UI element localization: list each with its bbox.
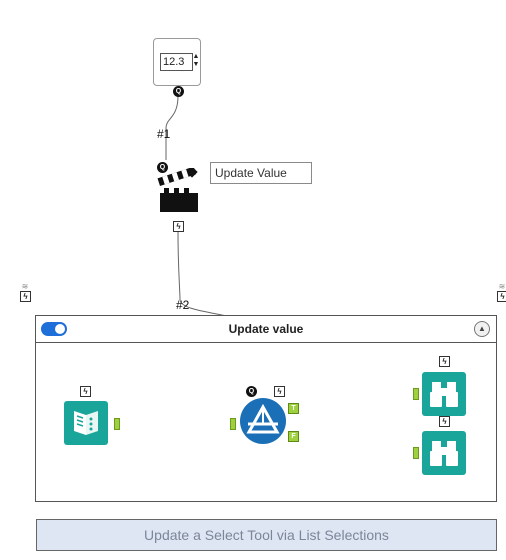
input-output-anchor[interactable] [114,418,120,430]
collapse-icon[interactable]: ▲ [474,321,490,337]
container-header: Update value ▲ [36,316,496,343]
numeric-updown-tool[interactable]: 12.3 ▲ ▼ [153,38,201,86]
left-bolt-anchor[interactable]: ϟ [20,291,31,302]
right-control-marker: ≋ ϟ [497,283,506,303]
select-tool[interactable] [240,398,286,444]
bolt-output-anchor[interactable]: ϟ [173,221,184,232]
spin-buttons[interactable]: ▲ ▼ [192,53,200,71]
binoculars-icon [430,382,458,407]
browse-false-input-anchor[interactable] [413,447,419,459]
input-bolt-anchor[interactable]: ϟ [80,386,91,397]
select-question-anchor[interactable]: Q [246,386,257,397]
container-title: Update value [228,322,304,336]
spin-up-icon[interactable]: ▲ [192,53,200,60]
browse-tool-false[interactable] [422,431,466,475]
select-input-anchor[interactable] [230,418,236,430]
connection-label-2: #2 [176,298,190,312]
binoculars-icon [430,441,458,466]
true-output-anchor[interactable]: T [288,403,299,414]
numeric-value-field[interactable]: 12.3 [160,53,193,71]
action-clapperboard-icon[interactable] [156,168,200,216]
signal-icon: ≋ [498,282,506,291]
browse-false-bolt-anchor[interactable]: ϟ [439,416,450,427]
spin-down-icon[interactable]: ▼ [192,61,200,68]
browse-true-input-anchor[interactable] [413,388,419,400]
container-enable-toggle[interactable] [41,322,67,336]
select-bolt-anchor[interactable]: ϟ [274,386,285,397]
browse-true-bolt-anchor[interactable]: ϟ [439,356,450,367]
false-output-anchor[interactable]: F [288,431,299,442]
connection-label-1: #1 [157,127,171,141]
input-tool[interactable] [64,401,108,445]
select-triangle-icon [246,403,280,434]
macro-annotation-label[interactable]: Update Value [210,162,312,184]
book-input-icon [74,411,98,435]
left-control-marker: ≋ ϟ [20,282,31,303]
signal-icon: ≋ [21,282,29,291]
question-anchor-badge[interactable]: Q [173,86,184,97]
workflow-caption-box: Update a Select Tool via List Selections [36,519,497,551]
action-question-anchor[interactable]: Q [157,162,168,173]
browse-tool-true[interactable] [422,372,466,416]
right-bolt-anchor[interactable]: ϟ [497,291,506,302]
